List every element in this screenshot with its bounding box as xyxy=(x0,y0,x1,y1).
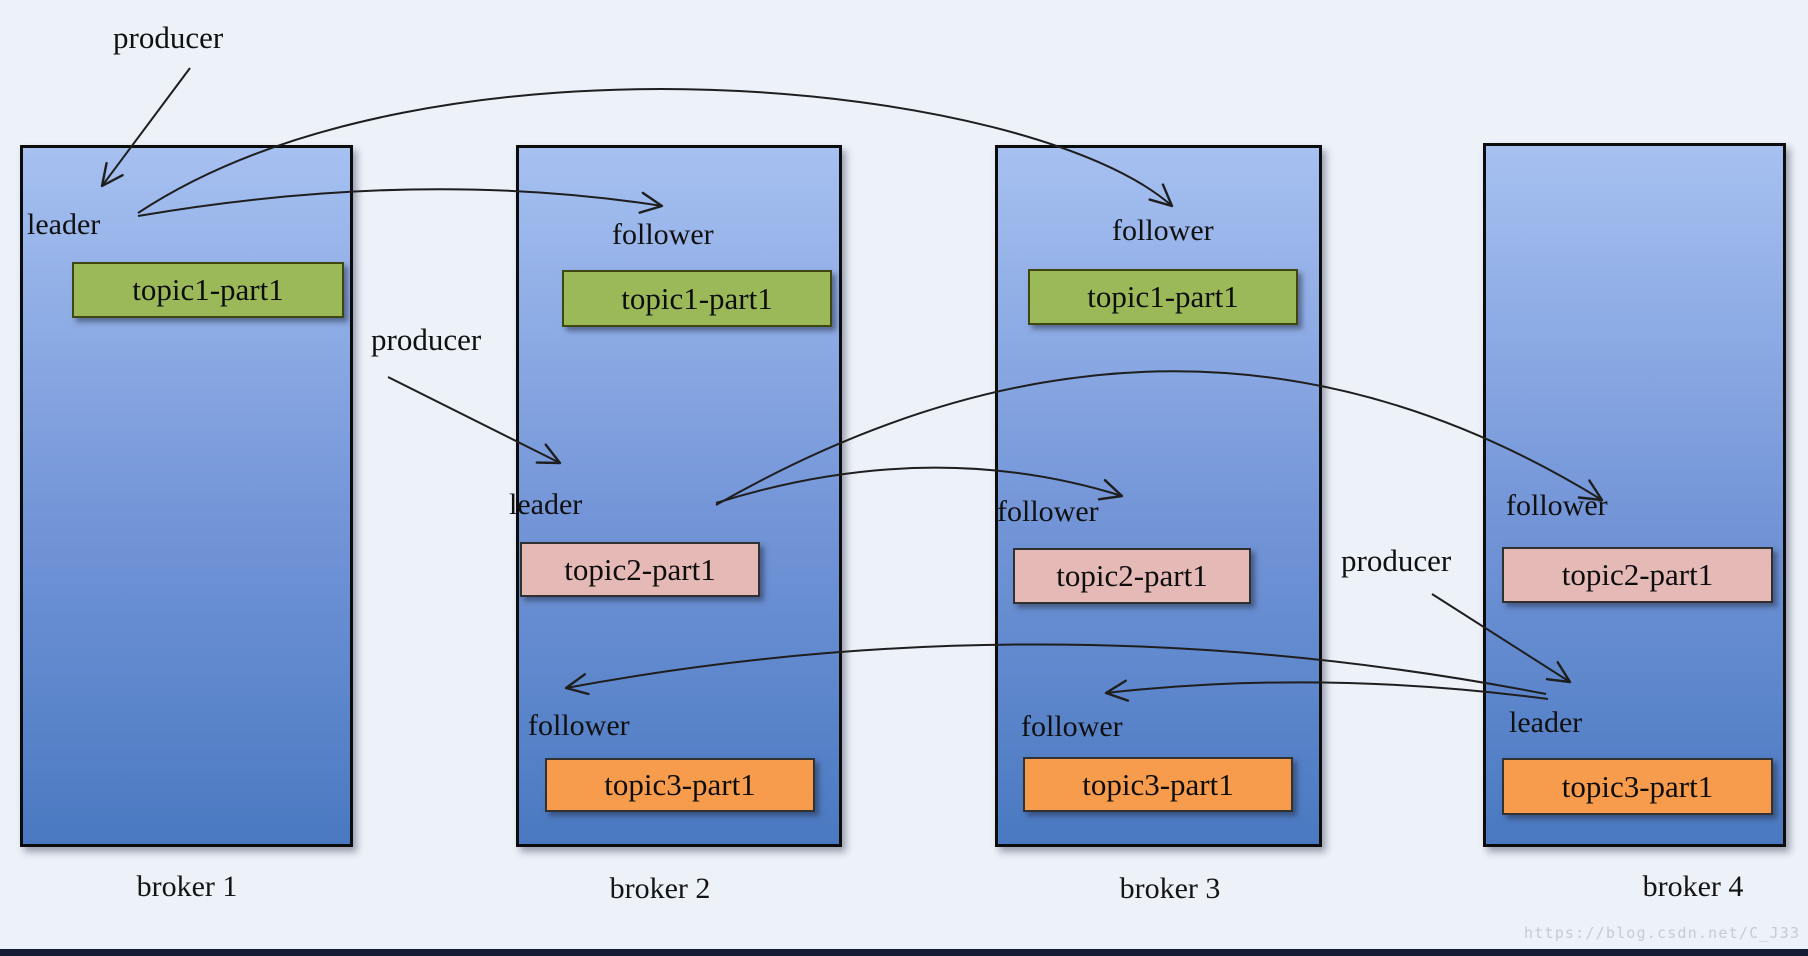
role-leader-broker4: leader xyxy=(1509,706,1583,739)
role-follower-broker3-top: follower xyxy=(1112,214,1214,247)
role-leader-broker1: leader xyxy=(27,208,101,241)
broker-4-label: broker 4 xyxy=(1642,870,1744,903)
role-follower-broker2-top: follower xyxy=(612,218,714,251)
role-follower-broker3-mid: follower xyxy=(997,495,1099,528)
producer-label-2: producer xyxy=(371,322,482,357)
broker-2-label: broker 2 xyxy=(609,872,711,905)
topic-chip-topic2: topic2-part1 xyxy=(1013,548,1251,604)
broker-1-label: broker 1 xyxy=(136,870,238,903)
topic-chip-topic2: topic2-part1 xyxy=(1502,547,1773,603)
topic-chip-topic3: topic3-part1 xyxy=(1023,757,1293,812)
producer-label-1: producer xyxy=(113,20,224,55)
topic-chip-topic2: topic2-part1 xyxy=(520,542,760,597)
watermark-text: https://blog.csdn.net/C_J33 xyxy=(1524,924,1801,942)
role-follower-broker2-bottom: follower xyxy=(528,709,630,742)
bottom-edge-bar xyxy=(0,949,1808,956)
topic-chip-topic1: topic1-part1 xyxy=(72,262,344,318)
producer-label-3: producer xyxy=(1341,543,1452,578)
role-leader-broker2: leader xyxy=(509,488,583,521)
topic-chip-topic1: topic1-part1 xyxy=(562,270,832,327)
broker-3-label: broker 3 xyxy=(1119,872,1221,905)
broker-1-box xyxy=(20,145,353,847)
topic-chip-topic3: topic3-part1 xyxy=(545,758,815,812)
topic-chip-topic3: topic3-part1 xyxy=(1502,758,1773,815)
role-follower-broker3-bottom: follower xyxy=(1021,710,1123,743)
topic-chip-topic1: topic1-part1 xyxy=(1028,269,1298,325)
role-follower-broker4-mid: follower xyxy=(1506,489,1608,522)
